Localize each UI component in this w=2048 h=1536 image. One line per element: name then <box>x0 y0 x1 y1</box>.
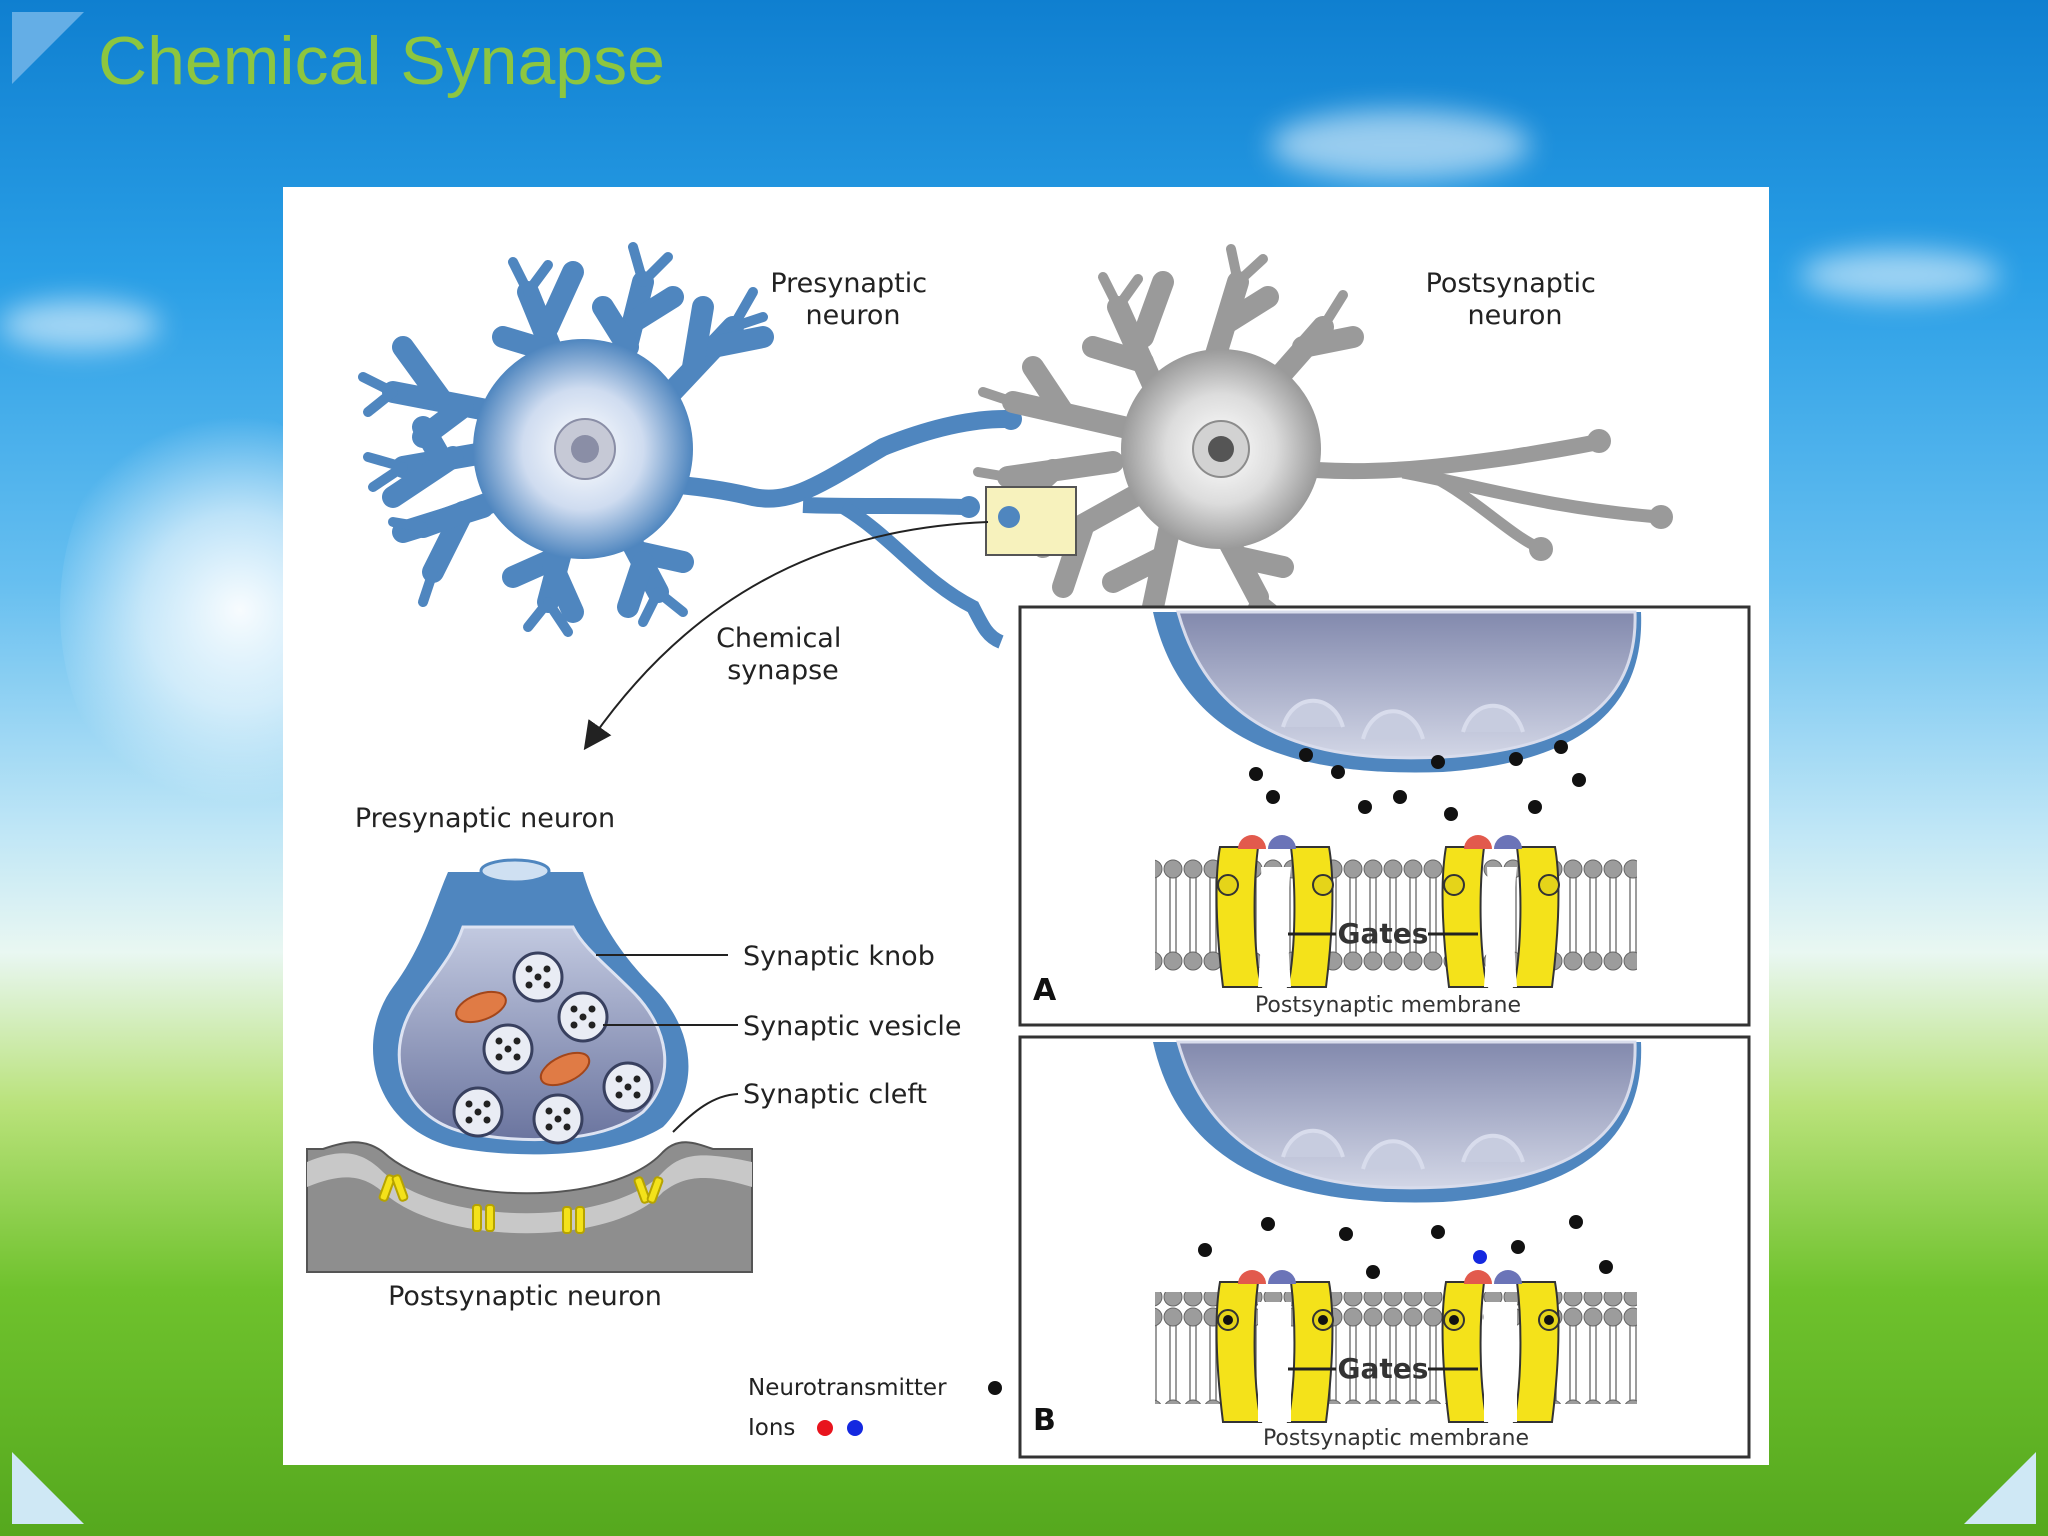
axon-terminal <box>1587 429 1611 453</box>
corner-triangle-bottom-right <box>1964 1452 2036 1524</box>
cloud <box>0 300 160 350</box>
postsynaptic-neuron-label: Postsynaptic neuron <box>1426 268 1605 331</box>
ion-channel-gate <box>1215 1270 1334 1423</box>
ion-channel-gate <box>1441 835 1560 988</box>
axon-terminal <box>1649 505 1673 529</box>
synaptic-knob <box>373 858 689 1155</box>
chemical-synapse-diagram: Presynaptic neuron Postsynaptic neuron C… <box>306 242 1751 1459</box>
presynaptic-nucleolus <box>571 435 599 463</box>
synaptic-knob-label: Synaptic knob <box>743 941 935 972</box>
ion-blue <box>1473 1250 1487 1264</box>
postsynaptic-neuron-caption: Postsynaptic neuron <box>388 1281 662 1312</box>
postsynaptic-membrane-label: Postsynaptic membrane <box>1255 993 1521 1018</box>
cloud <box>1800 250 2000 300</box>
gates-label: Gates <box>1338 1352 1429 1385</box>
axon-terminal <box>1529 537 1553 561</box>
chemical-synapse-label: Chemical synapse <box>716 623 850 686</box>
legend-neurotransmitter-dot <box>988 1381 1002 1395</box>
legend-neurotransmitter-label: Neurotransmitter <box>748 1375 947 1401</box>
axon-terminal <box>998 506 1020 528</box>
synaptic-vesicle-label: Synaptic vesicle <box>743 1011 962 1042</box>
zoom-arrow <box>583 521 989 751</box>
presynaptic-neuron-caption: Presynaptic neuron <box>355 803 615 834</box>
presynaptic-axon <box>604 410 1014 508</box>
postsynaptic-neuron-drawing <box>973 244 1364 637</box>
postsynaptic-membrane-block <box>306 1141 753 1273</box>
axon-branch <box>802 497 964 515</box>
synaptic-cleft-label: Synaptic cleft <box>743 1079 927 1110</box>
neurotransmitter-dots <box>1249 740 1586 821</box>
neurotransmitter-dots <box>465 965 641 1131</box>
legend-ions-label: Ions <box>748 1415 795 1441</box>
postsynaptic-axon <box>1282 435 1595 480</box>
postsynaptic-nucleolus <box>1208 436 1234 462</box>
ion-channel-gate <box>1215 835 1334 988</box>
legend-ion-red-dot <box>817 1420 833 1436</box>
axon-branch <box>1430 472 1541 553</box>
ion-channel-gate <box>1441 1270 1560 1423</box>
legend-ion-blue-dot <box>847 1420 863 1436</box>
diagram-panel: Presynaptic neuron Postsynaptic neuron C… <box>283 187 1769 1465</box>
corner-triangle-top-left <box>12 12 84 84</box>
postsynaptic-membrane-label: Postsynaptic membrane <box>1263 1426 1529 1451</box>
axon-branch <box>839 500 1004 649</box>
presynaptic-neuron-drawing <box>358 242 774 637</box>
panel-b: Gates B Postsynaptic membrane <box>1018 1035 1751 1459</box>
mitochondria <box>455 990 591 1087</box>
panel-b-label: B <box>1033 1403 1056 1438</box>
presynaptic-neuron-label: Presynaptic neuron <box>770 268 935 331</box>
slide-title: Chemical Synapse <box>98 23 665 99</box>
panel-a: Gates A Postsynaptic membrane <box>1018 605 1751 1027</box>
receptor-gates <box>378 1174 664 1234</box>
legend: Neurotransmitter Ions <box>748 1375 1002 1441</box>
leader-line <box>672 1093 739 1133</box>
axon-terminal <box>958 496 980 518</box>
corner-triangle-bottom-left <box>12 1452 84 1524</box>
cloud <box>1270 110 1530 180</box>
panel-a-label: A <box>1033 973 1057 1008</box>
gates-label: Gates <box>1338 917 1429 950</box>
